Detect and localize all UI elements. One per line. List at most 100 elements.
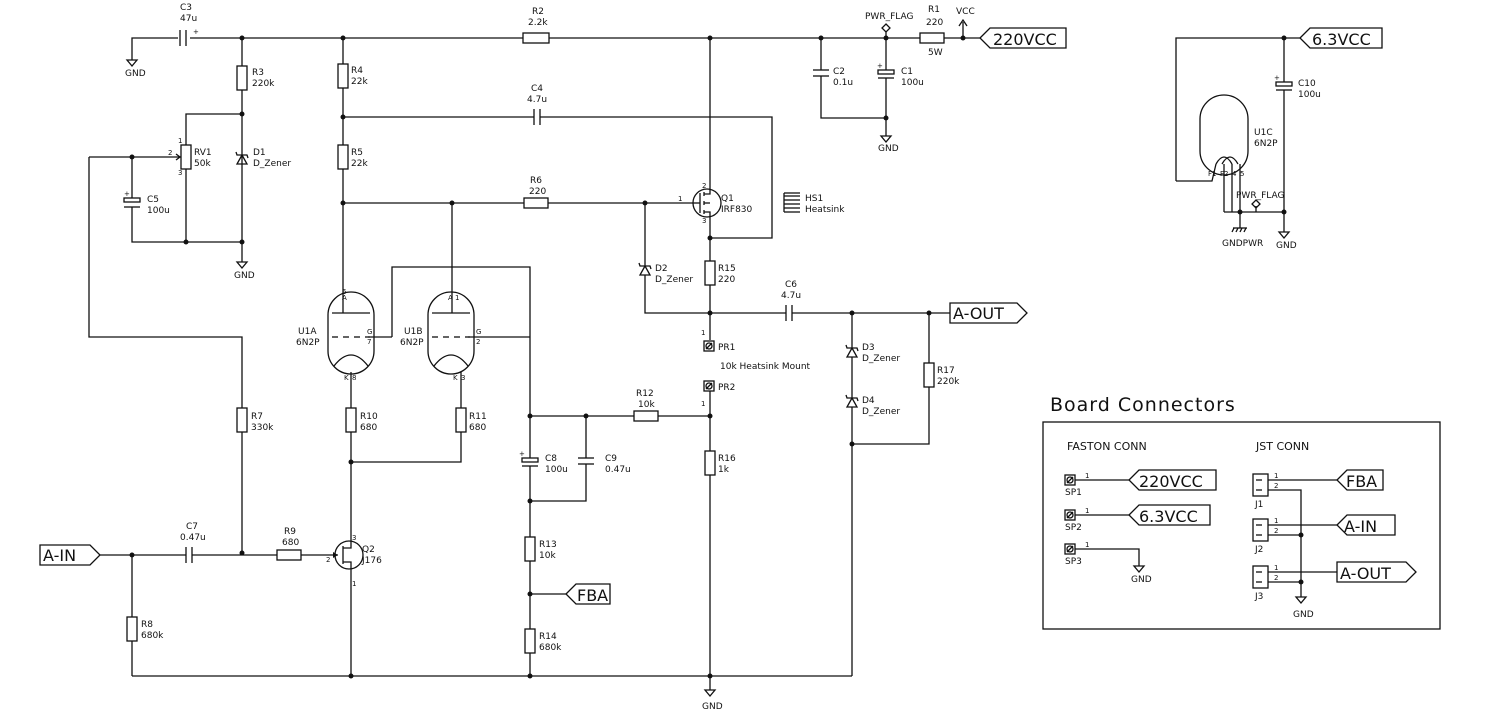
svg-text:10k: 10k [539, 551, 556, 561]
svg-text:D_Zener: D_Zener [655, 275, 693, 285]
resistor-r6: R6 220 [343, 176, 692, 209]
zener-d2: D2 D_Zener [638, 203, 786, 314]
svg-text:0.47u: 0.47u [605, 465, 631, 475]
zener-d1: D1 D_Zener [235, 148, 291, 169]
svg-text:GND: GND [878, 144, 899, 154]
svg-text:3: 3 [178, 169, 182, 177]
svg-text:RV1: RV1 [194, 148, 212, 158]
svg-text:R8: R8 [141, 620, 153, 630]
svg-text:330k: 330k [251, 423, 274, 433]
svg-text:+: + [1274, 74, 1280, 82]
r3-branch: R3 220k [236, 38, 275, 262]
capacitor-c7: C7 0.47u [180, 522, 277, 563]
svg-text:5: 5 [1240, 170, 1244, 178]
svg-text:R17: R17 [937, 366, 955, 376]
tube-u1c: U1C 6N2P F1 F2 4 5 [1176, 94, 1284, 213]
resistor-r7: R7 330k [236, 407, 274, 553]
svg-text:J176: J176 [361, 556, 382, 566]
svg-text:2: 2 [476, 338, 480, 346]
svg-text:+: + [519, 450, 525, 458]
mosfet-q1: Q1 IRF830 1 2 3 [678, 38, 753, 238]
svg-text:8: 8 [352, 374, 356, 382]
svg-text:R1: R1 [928, 5, 940, 15]
svg-text:R15: R15 [718, 264, 736, 274]
svg-text:GND: GND [702, 702, 723, 712]
svg-text:680k: 680k [141, 631, 164, 641]
c5-branch: + C5 100u [89, 154, 242, 243]
capacitor-c3: + C3 47u [179, 3, 199, 46]
svg-text:FBA: FBA [1346, 472, 1377, 491]
svg-text:IRF830: IRF830 [721, 205, 753, 215]
svg-text:J1: J1 [1254, 500, 1263, 510]
svg-text:220VCC: 220VCC [993, 30, 1057, 49]
svg-text:D_Zener: D_Zener [862, 354, 900, 364]
svg-text:R16: R16 [718, 454, 736, 464]
svg-text:1: 1 [1085, 507, 1089, 515]
svg-text:1: 1 [678, 195, 682, 203]
svg-text:C3: C3 [180, 3, 192, 13]
svg-text:2: 2 [168, 149, 172, 157]
resistor-r9: R9 680 [276, 527, 338, 561]
svg-text:3: 3 [352, 534, 356, 542]
label-220vcc: 220VCC [979, 27, 1067, 49]
svg-text:K: K [453, 374, 458, 382]
svg-text:D4: D4 [862, 396, 875, 406]
svg-text:PWR_FLAG: PWR_FLAG [865, 12, 913, 22]
svg-text:F1: F1 [1208, 170, 1216, 178]
svg-text:6.3VCC: 6.3VCC [1312, 30, 1371, 49]
svg-text:100u: 100u [901, 78, 924, 88]
resistor-r1: R1 220 5W [919, 5, 945, 58]
svg-text:680: 680 [282, 538, 299, 548]
svg-text:100u: 100u [545, 465, 568, 475]
svg-text:GND: GND [1131, 575, 1152, 585]
svg-text:4: 4 [1232, 170, 1237, 178]
pwr-flag-heater: PWR_FLAG [1236, 191, 1284, 212]
svg-text:D3: D3 [862, 343, 875, 353]
svg-text:PR2: PR2 [718, 383, 735, 393]
svg-text:JST CONN: JST CONN [1255, 440, 1309, 453]
svg-text:680k: 680k [539, 643, 562, 653]
label-a-in: A-IN [39, 544, 101, 566]
svg-text:220: 220 [529, 187, 546, 197]
pwr-flag-top: PWR_FLAG [865, 12, 913, 38]
svg-text:+: + [124, 190, 130, 198]
capacitor-c4: C4 4.7u [343, 84, 773, 239]
svg-text:2: 2 [1274, 527, 1278, 535]
svg-text:R3: R3 [252, 68, 264, 78]
svg-text:1: 1 [1274, 564, 1278, 572]
svg-text:A: A [448, 294, 453, 302]
svg-text:220VCC: 220VCC [1139, 472, 1203, 491]
svg-text:A-OUT: A-OUT [1340, 564, 1391, 583]
svg-text:U1B: U1B [404, 327, 423, 337]
resistor-r2: R2 2.2k [522, 7, 550, 44]
svg-text:6.3VCC: 6.3VCC [1139, 507, 1198, 526]
resistor-r13: R13 10k [524, 536, 557, 629]
svg-text:D2: D2 [655, 264, 668, 274]
heater-section: 6.3VCC + C10 100u GND [1175, 27, 1383, 251]
svg-text:A-OUT: A-OUT [953, 304, 1004, 323]
resistor-r15: R15 220 [704, 238, 736, 340]
svg-text:100u: 100u [147, 206, 170, 216]
gnd-c1: GND [878, 135, 899, 154]
svg-text:GND: GND [234, 271, 255, 281]
svg-text:2: 2 [1274, 482, 1278, 490]
svg-text:2: 2 [702, 182, 706, 190]
gnd-c3: GND [125, 59, 146, 79]
tube-u1b: U1B 6N2P A 1 G 2 K 3 [400, 203, 530, 408]
svg-text:D_Zener: D_Zener [253, 159, 291, 169]
capacitor-c2: C2 0.1u [813, 38, 886, 119]
svg-text:Q2: Q2 [362, 545, 375, 555]
capacitor-c6: C6 4.7u [781, 280, 950, 321]
svg-text:GNDPWR: GNDPWR [1222, 239, 1263, 249]
svg-text:220k: 220k [252, 79, 275, 89]
svg-text:1: 1 [1274, 517, 1278, 525]
svg-text:U1C: U1C [1254, 128, 1273, 138]
svg-text:680: 680 [469, 423, 486, 433]
svg-text:R5: R5 [351, 148, 363, 158]
label-fba: FBA [565, 583, 611, 605]
svg-text:50k: 50k [194, 159, 211, 169]
svg-text:Q1: Q1 [721, 194, 734, 204]
gnd-bias: GND [234, 261, 255, 281]
svg-text:1k: 1k [718, 465, 730, 475]
svg-text:FASTON CONN: FASTON CONN [1067, 440, 1147, 453]
